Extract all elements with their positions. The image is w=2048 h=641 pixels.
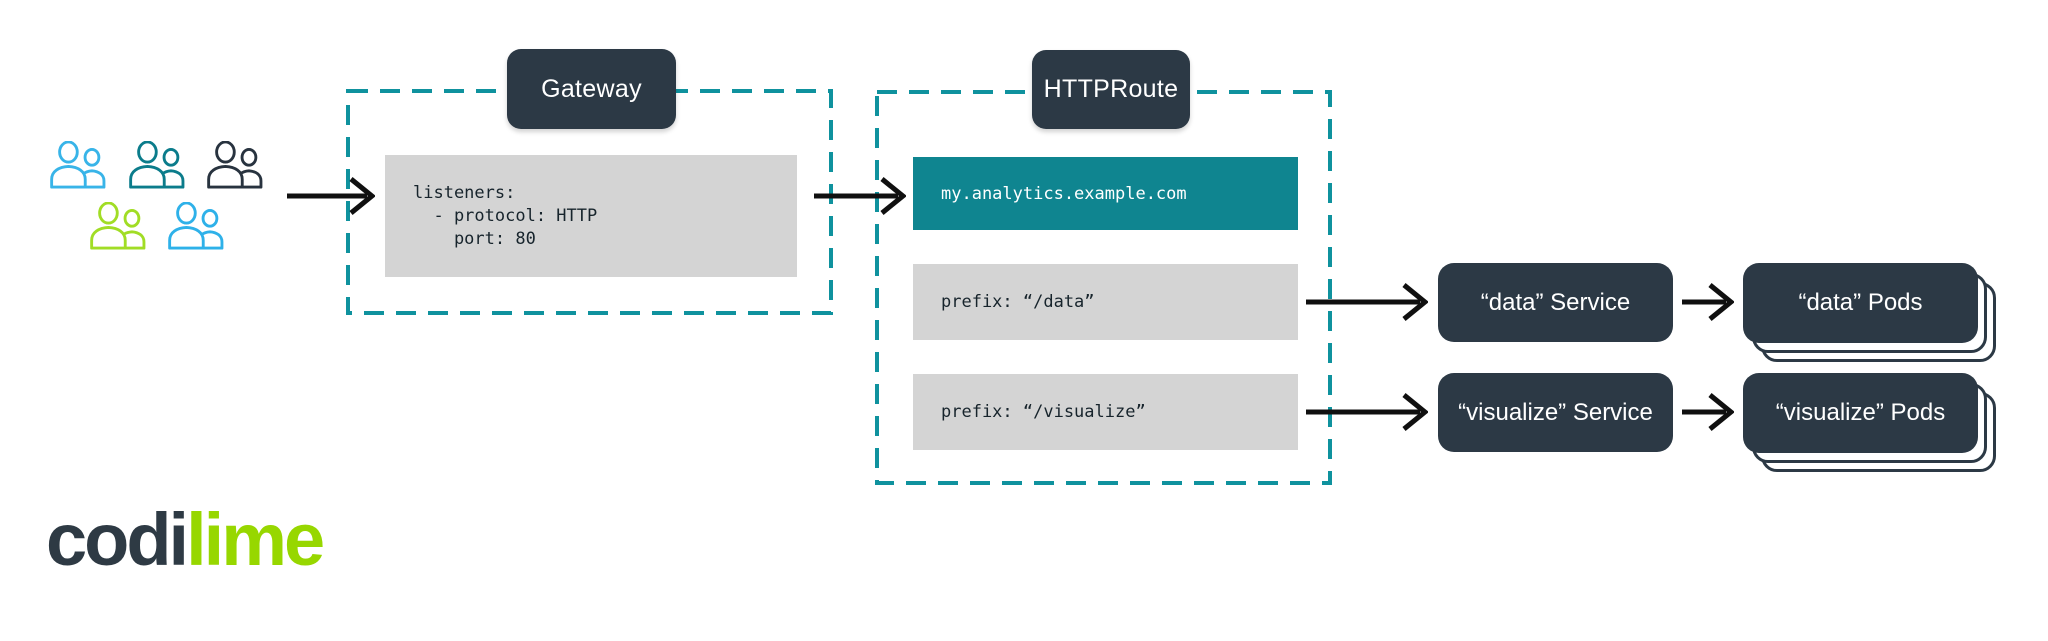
arrow-visualize-service-to-pods-icon — [1682, 393, 1734, 431]
httproute-label: HTTPRoute — [1043, 75, 1179, 103]
arrow-gateway-to-httproute-icon — [814, 177, 906, 215]
path-match-data-box: prefix: “/data” — [913, 264, 1298, 340]
arrow-visualize-rule-to-service-icon — [1306, 393, 1428, 431]
users-group-teal-icon — [127, 141, 189, 189]
data-pods-label: “data” Pods — [1798, 289, 1923, 316]
code-line: listeners: — [413, 182, 516, 203]
data-service-label: “data” Service — [1480, 288, 1631, 316]
users-group-lime-icon — [88, 202, 150, 250]
hostname-match-box: my.analytics.example.com — [913, 157, 1298, 230]
codilime-logo: codilime — [46, 502, 325, 578]
path-match-data-text: prefix: “/data” — [941, 292, 1095, 312]
arrow-data-service-to-pods-icon — [1682, 283, 1734, 321]
arrow-users-to-gateway-icon — [287, 177, 375, 215]
visualize-pods-box: “visualize” Pods — [1743, 373, 1978, 453]
code-line: - protocol: HTTP — [413, 205, 598, 226]
gateway-label-pill: Gateway — [507, 49, 676, 129]
logo-codi-text: codi — [46, 498, 189, 581]
data-pods-box: “data” Pods — [1743, 263, 1978, 343]
logo-lime-text: lime — [186, 498, 325, 581]
visualize-pods-label: “visualize” Pods — [1775, 399, 1946, 426]
gateway-listeners-config: listeners: - protocol: HTTP port: 80 — [385, 155, 797, 277]
visualize-service-box: “visualize” Service — [1438, 373, 1673, 452]
gateway-label: Gateway — [541, 74, 642, 103]
data-service-box: “data” Service — [1438, 263, 1673, 342]
data-pods-stack: “data” Pods — [1743, 263, 2003, 365]
visualize-pods-stack: “visualize” Pods — [1743, 373, 2003, 475]
arrow-data-rule-to-service-icon — [1306, 283, 1428, 321]
users-group-cyan-icon — [48, 141, 110, 189]
code-line: port: 80 — [413, 228, 536, 249]
hostname-text: my.analytics.example.com — [941, 183, 1187, 204]
path-match-visualize-text: prefix: “/visualize” — [941, 402, 1146, 422]
httproute-label-pill: HTTPRoute — [1032, 50, 1190, 129]
users-group-navy-icon — [205, 141, 267, 189]
path-match-visualize-box: prefix: “/visualize” — [913, 374, 1298, 450]
visualize-service-label: “visualize” Service — [1458, 398, 1653, 426]
users-group-blue-icon — [166, 202, 228, 250]
